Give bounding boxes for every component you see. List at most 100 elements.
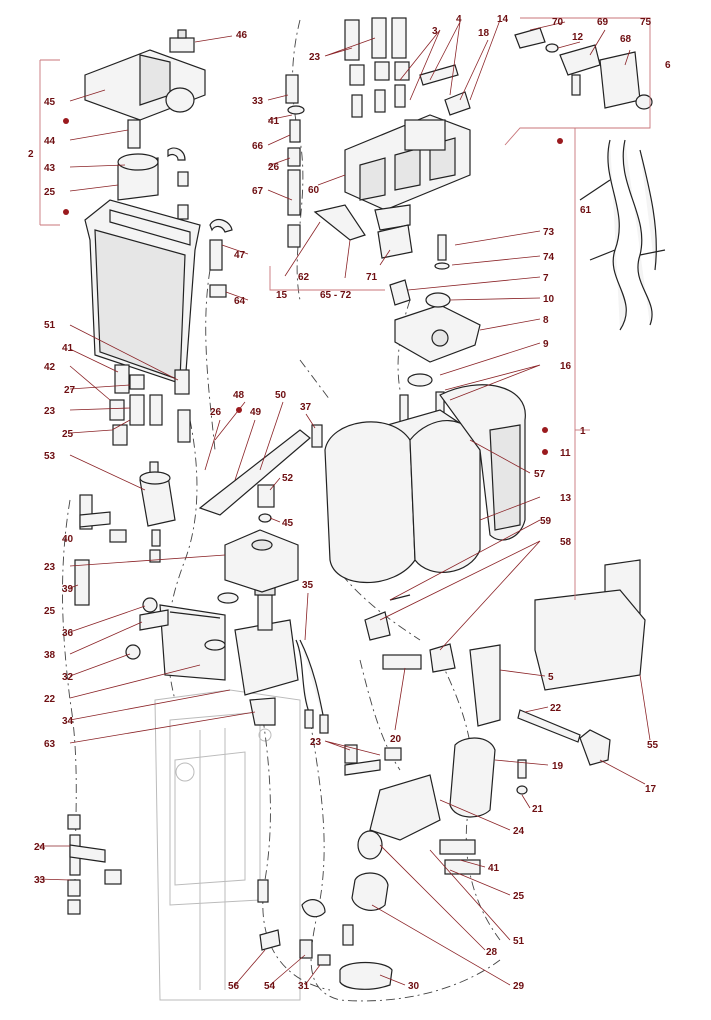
callout-25: 25	[44, 187, 56, 198]
callout-17: 17	[645, 784, 657, 795]
elbow-and-valve	[339, 737, 496, 990]
callout-23: 23	[44, 406, 56, 417]
callout-40: 40	[62, 534, 74, 545]
valve-fittings	[351, 64, 471, 118]
callout-43: 43	[44, 163, 56, 174]
tank-switch	[169, 29, 195, 53]
bracket-55	[534, 559, 646, 691]
callout-70: 70	[552, 17, 564, 28]
callout-73: 73	[543, 227, 555, 238]
pump-wiring	[295, 639, 329, 734]
callout-54: 54	[264, 981, 276, 992]
callout-62: 62	[298, 272, 310, 283]
callout-53: 53	[44, 451, 56, 462]
callout-45: 45	[282, 518, 294, 529]
vibration-pump	[234, 579, 299, 726]
callout-20: 20	[390, 734, 402, 745]
callout-46: 46	[236, 30, 248, 41]
red-bullets	[63, 118, 563, 455]
callout-19: 19	[552, 761, 564, 772]
float-and-tube	[117, 147, 189, 220]
callout-labels: 46 45 44 2 43 25 47 64 51 41 42 27 23 25…	[28, 14, 671, 992]
callout-35: 35	[302, 580, 314, 591]
steam-valve-assembly	[514, 27, 653, 110]
machine-frame-outline	[154, 689, 301, 1001]
callout-18: 18	[478, 28, 490, 39]
pump-cover-45	[224, 529, 299, 593]
callout-24: 24	[34, 842, 46, 853]
callout-30: 30	[408, 981, 420, 992]
callout-65-72: 65 - 72	[320, 290, 352, 301]
boiler-plate-8	[394, 292, 481, 363]
callout-10: 10	[543, 294, 555, 305]
callout-14: 14	[497, 14, 509, 25]
callout-34: 34	[62, 716, 74, 727]
column-66-67	[285, 74, 305, 248]
bolt-73-74	[434, 234, 450, 270]
wiring-harness	[579, 139, 666, 331]
callout-11: 11	[560, 448, 571, 459]
pump-mounts	[125, 592, 239, 660]
fitting-chain	[198, 424, 323, 523]
callout-23: 23	[309, 52, 321, 63]
callout-36: 36	[62, 628, 74, 639]
group-brackets	[39, 17, 651, 600]
callout-59: 59	[540, 516, 552, 527]
callout-61: 61	[580, 205, 592, 216]
valve-62-71	[313, 204, 413, 259]
thermostat-7	[389, 279, 411, 306]
clip-47-64	[209, 218, 233, 298]
callout-47: 47	[234, 250, 246, 261]
callout-50: 50	[275, 390, 287, 401]
callout-6: 6	[665, 60, 671, 71]
callout-16: 16	[560, 361, 572, 372]
water-tank	[84, 199, 201, 386]
callout-24: 24	[513, 826, 525, 837]
callout-48: 48	[233, 390, 245, 401]
callout-7: 7	[543, 273, 549, 284]
callout-68: 68	[620, 34, 632, 45]
callout-42: 42	[44, 362, 56, 373]
callout-23: 23	[44, 562, 56, 573]
callout-55: 55	[647, 740, 659, 751]
bottom-fittings	[257, 744, 528, 966]
callout-26: 26	[268, 162, 280, 173]
callout-1: 1	[580, 426, 586, 437]
callout-58: 58	[560, 537, 572, 548]
callout-41: 41	[268, 116, 280, 127]
callout-5: 5	[548, 672, 554, 683]
callout-15: 15	[276, 290, 288, 301]
callout-64: 64	[234, 296, 246, 307]
callout-41: 41	[62, 343, 74, 354]
callout-25: 25	[62, 429, 74, 440]
callout-26: 26	[210, 407, 222, 418]
callout-75: 75	[640, 17, 652, 28]
callout-27: 27	[64, 385, 76, 396]
callout-9: 9	[543, 339, 549, 350]
callout-51: 51	[44, 320, 56, 331]
callout-57: 57	[534, 469, 546, 480]
callout-66: 66	[252, 141, 264, 152]
callout-4: 4	[456, 14, 462, 25]
callout-2: 2	[28, 149, 34, 160]
steam-wand-pin-22-17	[517, 709, 611, 766]
callout-33: 33	[252, 96, 264, 107]
callout-25: 25	[513, 891, 525, 902]
left-tee-24-33	[67, 814, 122, 915]
inline-filter	[139, 461, 176, 563]
callout-71: 71	[366, 272, 378, 283]
callout-33: 33	[34, 875, 46, 886]
callout-52: 52	[282, 473, 294, 484]
callout-31: 31	[298, 981, 310, 992]
callout-49: 49	[250, 407, 262, 418]
water-tank-lid	[84, 49, 206, 149]
callout-37: 37	[300, 402, 312, 413]
callout-45: 45	[44, 97, 56, 108]
callout-38: 38	[44, 650, 56, 661]
callout-67: 67	[252, 186, 264, 197]
callout-8: 8	[543, 315, 549, 326]
tee-and-tubes-40	[74, 494, 127, 606]
callout-23: 23	[310, 737, 322, 748]
callout-13: 13	[560, 493, 572, 504]
